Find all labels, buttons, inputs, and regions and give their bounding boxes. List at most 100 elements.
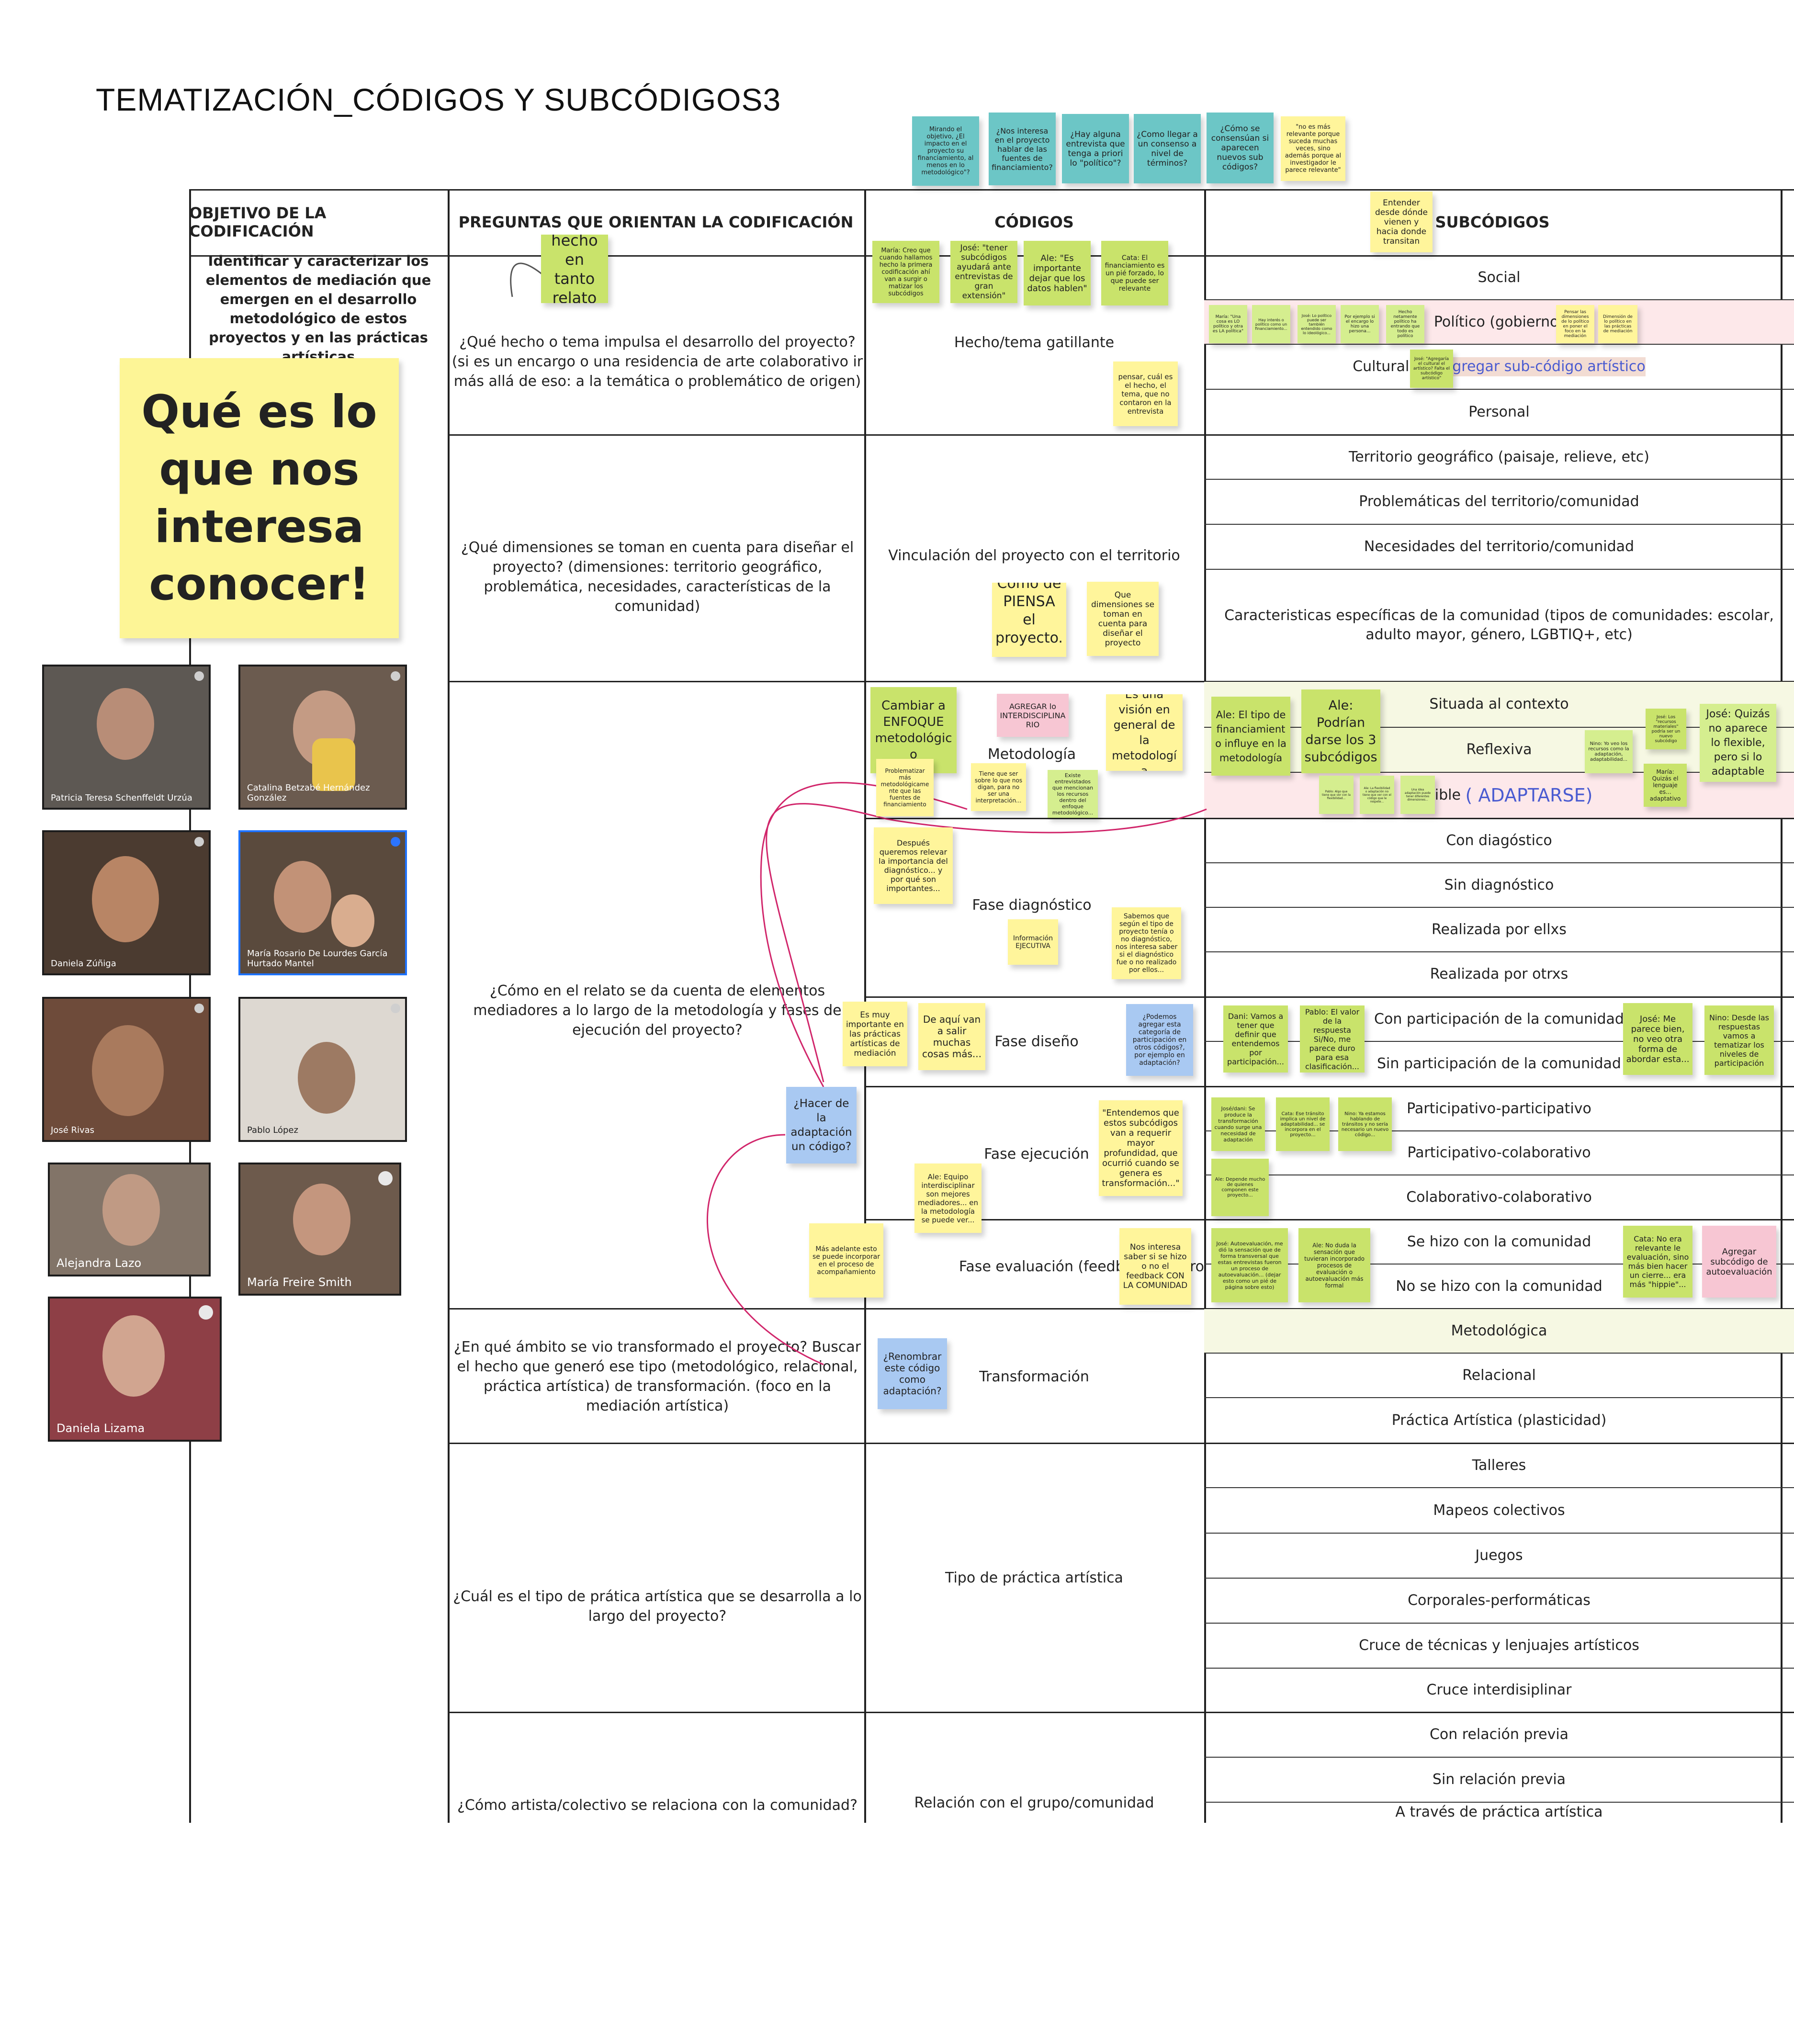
code-metodologia: Metodología — [987, 745, 1076, 763]
note-jose-recursos[interactable]: José: Los "recursos materiales" podría s… — [1646, 709, 1686, 749]
note-jose-cultural[interactable]: José: "Agregaría el cultural el artístic… — [1410, 350, 1453, 388]
note-small-3[interactable]: Una idea adaptación puede tener diferent… — [1400, 776, 1435, 814]
question-5: ¿Cuál es el tipo de prática artística qu… — [453, 1588, 862, 1625]
video-tile-5[interactable]: José Rivas — [42, 997, 211, 1142]
note-cata-no-era[interactable]: Cata: No era relevante le evaluación, si… — [1623, 1226, 1692, 1298]
note-es-muy-importante[interactable]: Es muy importante en las prácticas artís… — [843, 1002, 907, 1066]
note-top-4[interactable]: ¿Como llegar a un consenso a nivel de té… — [1134, 114, 1201, 183]
note-pensar[interactable]: pensar, cuál es el hecho, el tema, que n… — [1113, 361, 1178, 426]
code-fase-diseno: Fase diseño — [994, 1033, 1079, 1050]
note-ale-1[interactable]: Ale: "Es importante dejar que los datos … — [1024, 241, 1091, 305]
hecho-arrow — [510, 262, 546, 297]
note-pablo-respuesta[interactable]: Pablo: El valor de la respuesta Si/No, m… — [1300, 1005, 1365, 1073]
note-tiene-que[interactable]: Tiene que ser sobre lo que nos digan, pa… — [971, 763, 1026, 811]
note-pol-3[interactable]: José: Lo político puede ser también ente… — [1298, 305, 1336, 343]
participant-avatar — [102, 1315, 165, 1397]
question-1: ¿Qué hecho o tema impulsa el desarrollo … — [451, 333, 863, 390]
note-jose-1[interactable]: José: "tener subcódigos ayudará ante ent… — [950, 241, 1017, 303]
note-nos-interesa[interactable]: Nos interesa saber si se hizo o no el fe… — [1119, 1228, 1191, 1305]
note-pol-6[interactable]: Pensar las dimensiones de lo político en… — [1556, 305, 1594, 343]
note-jose-dani[interactable]: José/dani: Se produce la transformación … — [1211, 1097, 1265, 1151]
note-top-3[interactable]: ¿Hay alguna entrevista que tenga a prior… — [1062, 114, 1129, 183]
note-podemos-agregar[interactable]: ¿Podemos agregar esta categoría de parti… — [1126, 1004, 1193, 1076]
adaptacion-arrow-1 — [766, 803, 1207, 1083]
subcode-relacional: Relacional — [1462, 1366, 1536, 1384]
note-dani-participacion[interactable]: Dani: Vamos a tener que definir que ente… — [1223, 1005, 1288, 1073]
note-jose-quizas[interactable]: José: Quizás no aparece lo flexible, per… — [1700, 704, 1776, 782]
note-que-dimensiones[interactable]: Que dimensiones se toman en cuenta para … — [1087, 582, 1159, 656]
mic-muted-icon[interactable] — [378, 1171, 393, 1186]
note-de-aqui[interactable]: De aquí van a salir muchas cosas más... — [918, 1003, 985, 1070]
note-agregar-interdisciplinario[interactable]: AGREGAR lo INTERDISCIPLINARIO — [997, 694, 1069, 737]
note-pol-4[interactable]: Por ejemplo si el encargo lo hizo una pe… — [1341, 305, 1379, 343]
note-top-2[interactable]: ¿Nos interesa en el proyecto hablar de l… — [989, 113, 1056, 185]
note-maria-1[interactable]: María: Creo que cuando hallamos hecho la… — [872, 241, 939, 303]
mic-muted-icon[interactable] — [199, 1305, 213, 1320]
note-nino-desde[interactable]: Nino: Desde las respuestas vamos a temat… — [1704, 1005, 1774, 1075]
note-ale-equipo[interactable]: Ale: Equipo interdisciplinar son mejores… — [914, 1163, 982, 1233]
mug-shape — [312, 738, 355, 791]
subcode-participativo-participativo: Participativo-participativo — [1407, 1100, 1591, 1117]
question-4: ¿En qué ámbito se vio transformado el pr… — [453, 1339, 861, 1414]
speaking-indicator — [194, 837, 204, 847]
note-ale-tipo[interactable]: Ale: El tipo de financiamiento influye e… — [1211, 697, 1290, 776]
video-tile-6[interactable]: Pablo López — [238, 997, 407, 1142]
code-transformacion: Transformación — [979, 1368, 1089, 1385]
note-ale-depende[interactable]: Ale: Depende mucho de quienes componen e… — [1211, 1159, 1269, 1216]
subcode-politico-label: Político (gobierno) — [1433, 313, 1565, 330]
note-cata-1[interactable]: Cata: El financiamiento es un pié forzad… — [1101, 241, 1168, 305]
note-vision-general[interactable]: Es una visión en general de la metodolog… — [1106, 694, 1183, 771]
note-ale-duda[interactable]: Ale: No duda la sensación que tuvieran i… — [1298, 1228, 1370, 1302]
subcode-practica-artistica: Práctica Artística (plasticidad) — [1391, 1412, 1607, 1429]
video-tile-9[interactable]: Daniela Lizama — [48, 1297, 222, 1442]
note-top-1[interactable]: Mirando el objetivo, ¿El impacto en el p… — [912, 116, 979, 186]
video-tile-8[interactable]: María Freire Smith — [238, 1163, 401, 1296]
note-top-5[interactable]: ¿Cómo se consensúan si aparecen nuevos s… — [1207, 113, 1274, 183]
participant-name: José Rivas — [51, 1125, 95, 1135]
note-entendemos[interactable]: "Entendemos que estos subcódigos van a r… — [1099, 1100, 1183, 1196]
note-top-6[interactable]: "no es más relevante porque suceda mucha… — [1281, 116, 1345, 181]
video-tile-4[interactable]: María Rosario De Lourdes García Hurtado … — [238, 830, 407, 975]
subcode-mapeos: Mapeos colectivos — [1433, 1502, 1565, 1519]
col-divider-3 — [1204, 189, 1206, 1823]
video-tile-1[interactable]: Patricia Teresa Schenffeldt Urzúa — [42, 665, 211, 810]
note-problematizar[interactable]: Problematizar más metodológicamente que … — [876, 759, 934, 816]
note-small-2[interactable]: Ale: La flexibilidad o adaptación no tie… — [1360, 776, 1394, 814]
participant-name: Pablo López — [247, 1125, 298, 1135]
note-entender[interactable]: Entender desde dónde vienen y hacia dond… — [1370, 192, 1433, 252]
header-objetivo: OBJETIVO DE LA CODIFICACIÓN — [189, 204, 327, 240]
note-nino-recursos[interactable]: Nino: Yo veo los recursos como la adapta… — [1585, 730, 1633, 773]
note-pol-5[interactable]: Hecho netamente político ha entrando que… — [1386, 305, 1424, 343]
note-hecho-relato[interactable]: hecho en tanto relato — [541, 235, 608, 303]
note-small-1[interactable]: Pablo: Algo que tiene que ver con la fle… — [1319, 776, 1354, 814]
note-nino-estamos[interactable]: Nino: Ya estamos hablando de tránsitos y… — [1338, 1097, 1392, 1151]
subcode-realizada-otrxs: Realizada por otrxs — [1430, 966, 1568, 982]
note-sabemos[interactable]: Sabemos que según el tipo de proyecto te… — [1112, 907, 1181, 979]
note-mas-adelante[interactable]: Más adelante esto se puede incorporar en… — [809, 1223, 883, 1298]
subcode-caracteristicas: Caracteristicas específicas de la comuni… — [1224, 607, 1774, 643]
header-subcodigos: SUBCÓDIGOS — [1435, 213, 1550, 231]
note-pol-1[interactable]: María: "Una cosa es LO político y otra e… — [1209, 305, 1247, 343]
participant-avatar — [274, 861, 331, 933]
note-pol-2[interactable]: Hay interés o político como un financiam… — [1252, 305, 1290, 343]
row-divider-5 — [448, 1712, 1794, 1713]
video-tile-7[interactable]: Alejandra Lazo — [48, 1163, 211, 1276]
note-jose-me-parece[interactable]: José: Me parece bien, no veo otra forma … — [1623, 1003, 1692, 1075]
note-como-piensa[interactable]: Cómo de PIENSA el proyecto... — [992, 583, 1066, 657]
question-6: ¿Cómo artista/colectivo se relaciona con… — [457, 1796, 858, 1814]
participant-name: Alejandra Lazo — [56, 1256, 142, 1270]
note-maria-lenguaje[interactable]: María: Quizás el lenguaje es... adaptati… — [1644, 764, 1687, 807]
note-hacer-adaptacion[interactable]: ¿Hacer de la adaptación un código? — [786, 1087, 857, 1163]
video-tile-3[interactable]: Daniela Zúñiga — [42, 830, 211, 975]
video-tile-2[interactable]: Catalina Betzabé Hernández González — [238, 665, 407, 810]
note-jose-autoevaluacion[interactable]: José: Autoevaluación, me dió la sensació… — [1211, 1228, 1288, 1302]
note-ale-podrian[interactable]: Ale: Podrían darse los 3 subcódigos — [1301, 689, 1380, 773]
note-renombrar[interactable]: ¿Renombrar este código como adaptación? — [878, 1338, 947, 1409]
note-despues[interactable]: Después queremos relevar la importancia … — [874, 827, 953, 904]
note-existe[interactable]: Existe entrevistados que mencionan los r… — [1048, 770, 1098, 818]
note-info-ejecutiva[interactable]: Información EJECUTIVA — [1008, 919, 1058, 965]
note-pol-7[interactable]: Dimensión de lo político en las práctica… — [1598, 305, 1637, 343]
note-agregar-autoevaluacion[interactable]: Agregar subcódigo de autoevaluación — [1702, 1226, 1776, 1298]
note-que-es-lo[interactable]: Qué es lo que nos interesa conocer! — [120, 358, 399, 638]
note-cata-transito[interactable]: Cata: Ese tránsito implica un nivel de a… — [1276, 1097, 1330, 1151]
